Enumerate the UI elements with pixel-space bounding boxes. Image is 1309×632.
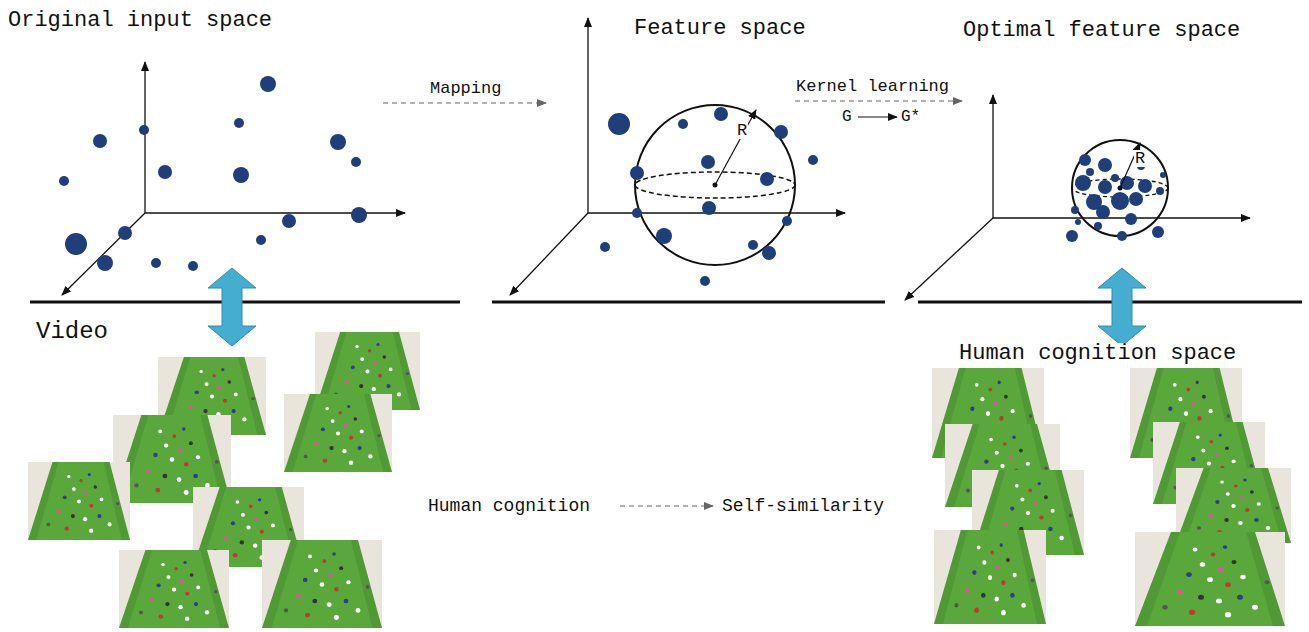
panel-title: Original input space xyxy=(8,10,272,32)
panel-title: Optimal feature space xyxy=(963,20,1240,42)
arrow-label: Mapping xyxy=(430,80,501,97)
radius-label: R xyxy=(1134,150,1146,167)
process-label: Self-similarity xyxy=(722,497,884,515)
arrow-label: Kernel learning xyxy=(796,78,949,95)
panel-title: Feature space xyxy=(634,18,806,40)
symbol-label: G* xyxy=(901,109,920,125)
symbol-label: G xyxy=(842,109,852,125)
panel-title: Human cognition space xyxy=(958,343,1237,365)
panel-title: Video xyxy=(36,320,108,344)
radius-label: R xyxy=(736,122,748,139)
process-label: Human cognition xyxy=(428,497,590,515)
